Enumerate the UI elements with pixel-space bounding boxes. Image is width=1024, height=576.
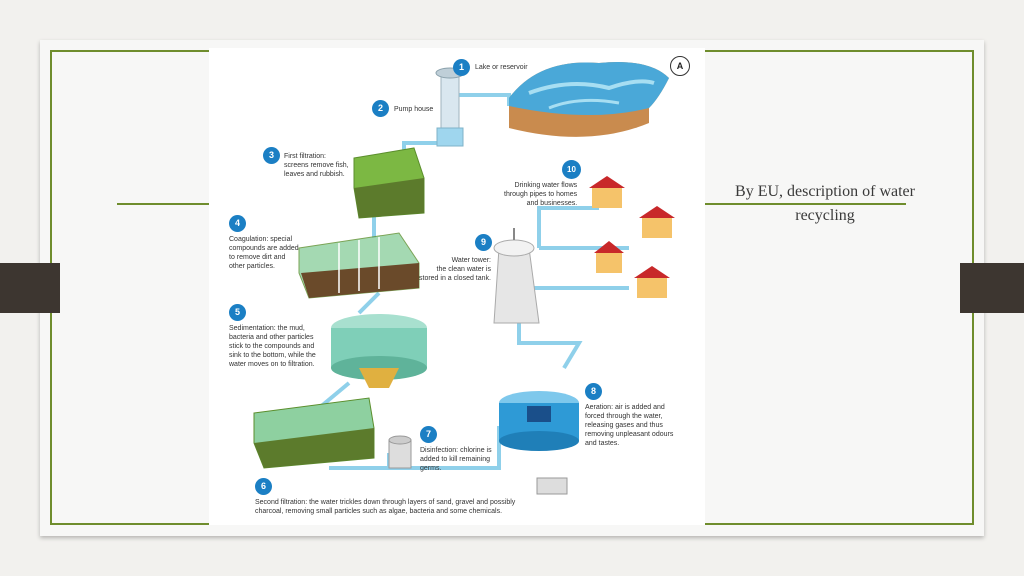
divider-left bbox=[117, 203, 210, 205]
pump-unit bbox=[536, 477, 568, 495]
divider-right bbox=[704, 203, 906, 205]
side-tab-right bbox=[960, 263, 1024, 313]
house bbox=[594, 241, 624, 273]
step-1-label: Lake or reservoir bbox=[475, 64, 528, 71]
frame-top-left bbox=[50, 50, 210, 52]
step-1-number: 1 bbox=[453, 59, 470, 76]
step-5-number: 5 bbox=[229, 304, 246, 321]
step-4-number: 4 bbox=[229, 215, 246, 232]
house bbox=[639, 206, 675, 238]
step-3-label: First filtration: screens remove fish, l… bbox=[284, 153, 349, 178]
step-3-number: 3 bbox=[263, 147, 280, 164]
step-9-label: Water tower: the clean water is stored i… bbox=[419, 257, 491, 282]
caption-line-1: By EU, description of water bbox=[735, 183, 915, 200]
step-2-number: 2 bbox=[372, 100, 389, 117]
house bbox=[634, 266, 670, 298]
first-filtration-tank bbox=[353, 147, 425, 219]
frame-top-right bbox=[704, 50, 974, 52]
step-7-number: 7 bbox=[420, 426, 437, 443]
frame-bottom-right bbox=[704, 523, 974, 525]
caption-line-2: recycling bbox=[795, 207, 855, 224]
water-recycling-diagram: A 1 Lake or reservoir 2 Pump house 3 Fir… bbox=[209, 48, 705, 525]
step-10-label: Drinking water flows through pipes to ho… bbox=[504, 182, 578, 207]
step-8-label: Aeration: air is added and forced throug… bbox=[585, 404, 674, 447]
step-10-number: 10 bbox=[562, 160, 581, 179]
step-6-number: 6 bbox=[255, 478, 272, 495]
step-5-label: Sedimentation: the mud, bacteria and oth… bbox=[229, 325, 316, 368]
aeration-tank bbox=[499, 391, 579, 451]
water-tower bbox=[493, 228, 540, 324]
step-6-label: Second filtration: the water trickles do… bbox=[255, 499, 516, 515]
side-tab-left bbox=[0, 263, 60, 313]
second-filtration-tank bbox=[253, 397, 375, 469]
step-4-label: Coagulation: special compounds are added… bbox=[229, 236, 299, 270]
pump-house bbox=[435, 67, 465, 147]
lake-reservoir bbox=[509, 62, 669, 137]
diagram-badge: A bbox=[670, 56, 690, 76]
step-7-label: Disinfection: chlorine is added to kill … bbox=[420, 447, 492, 472]
sedimentation-tank bbox=[331, 314, 427, 388]
house bbox=[589, 176, 625, 208]
slide-caption: By EU, description of water recycling bbox=[712, 180, 938, 228]
diagram-artwork bbox=[253, 62, 675, 495]
chlorine-barrel bbox=[388, 435, 412, 469]
houses bbox=[589, 176, 675, 298]
step-9-number: 9 bbox=[475, 234, 492, 251]
step-2-label: Pump house bbox=[394, 106, 434, 113]
frame-bottom-left bbox=[50, 523, 210, 525]
coagulation-tank bbox=[298, 232, 420, 299]
step-8-number: 8 bbox=[585, 383, 602, 400]
